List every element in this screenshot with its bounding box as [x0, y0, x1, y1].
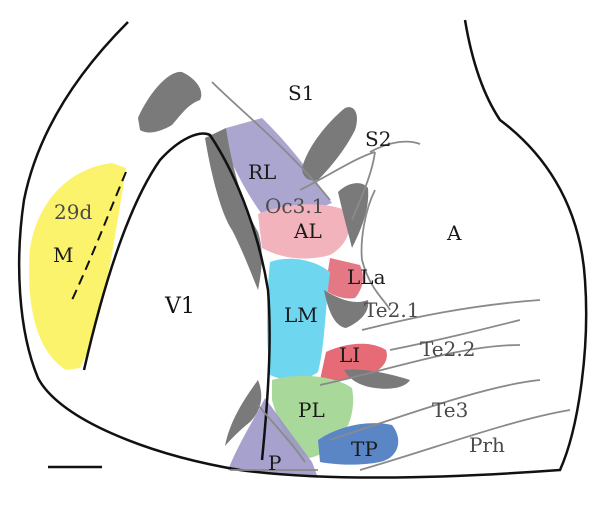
area-boundaries: [211, 81, 571, 471]
label-pl: PL: [298, 398, 325, 422]
area-rl: [222, 118, 332, 222]
label-29d: 29d: [54, 200, 92, 224]
label-te21: Te2.1: [364, 298, 419, 322]
area-lm: [267, 258, 330, 380]
area-p: [228, 398, 318, 478]
label-oc31: Oc3.1: [265, 194, 324, 218]
label-s1: S1: [288, 81, 314, 105]
label-lm: LM: [284, 303, 318, 327]
m-dashed-border: [71, 171, 127, 301]
area-al: [258, 204, 350, 259]
label-tp: TP: [351, 437, 378, 461]
v1-outline: [82, 132, 271, 461]
label-prh: Prh: [469, 433, 505, 457]
label-rl: RL: [248, 160, 276, 184]
area-m-29d: [29, 163, 126, 370]
area-lla: [325, 258, 363, 299]
label-te3: Te3: [432, 398, 468, 422]
area-tp: [318, 423, 399, 465]
label-p: P: [268, 451, 281, 475]
hemisphere-outline: [17, 19, 588, 479]
label-al: AL: [293, 219, 322, 243]
label-v1: V1: [164, 294, 195, 319]
label-m: M: [53, 243, 73, 267]
label-a: A: [446, 221, 462, 245]
label-te22: Te2.2: [420, 337, 475, 361]
label-li: LI: [339, 343, 360, 367]
label-lla: LLa: [347, 265, 386, 289]
label-s2: S2: [365, 127, 391, 151]
